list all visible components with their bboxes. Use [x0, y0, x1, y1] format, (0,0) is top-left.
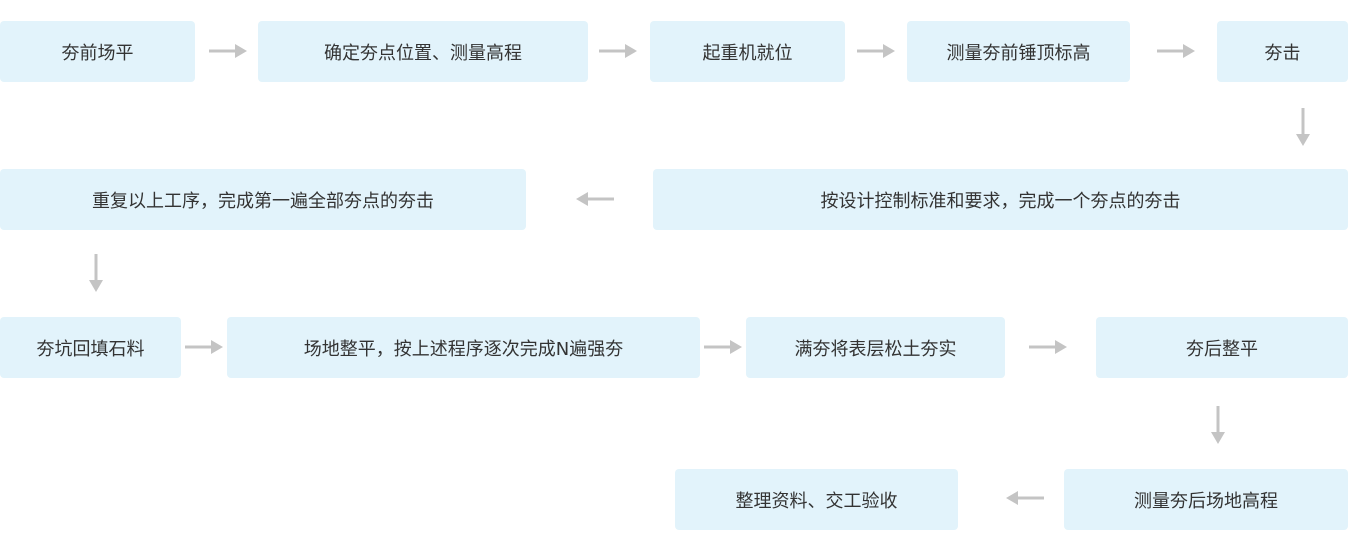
step-backfill-pits: 夯坑回填石料 — [0, 317, 181, 378]
arrow-down-icon — [85, 252, 107, 294]
arrow-right-icon — [207, 40, 249, 62]
step-pre-leveling: 夯前场平 — [0, 21, 195, 82]
step-measure-hammer: 测量夯前锤顶标高 — [907, 21, 1130, 82]
step-acceptance: 整理资料、交工验收 — [675, 469, 958, 530]
arrow-left-icon — [574, 188, 616, 210]
step-full-tamping: 满夯将表层松土夯实 — [746, 317, 1005, 378]
step-measure-final: 测量夯后场地高程 — [1064, 469, 1348, 530]
arrow-right-icon — [702, 336, 744, 358]
step-locate-points: 确定夯点位置、测量高程 — [258, 21, 588, 82]
step-tamping: 夯击 — [1217, 21, 1348, 82]
arrow-right-icon — [183, 336, 225, 358]
arrow-down-icon — [1207, 404, 1229, 446]
arrow-right-icon — [855, 40, 897, 62]
step-complete-one-point: 按设计控制标准和要求，完成一个夯点的夯击 — [653, 169, 1348, 230]
arrow-right-icon — [597, 40, 639, 62]
step-crane-position: 起重机就位 — [650, 21, 845, 82]
arrow-down-icon — [1292, 106, 1314, 148]
arrow-left-icon — [1004, 487, 1046, 509]
step-repeat-first-pass: 重复以上工序，完成第一遍全部夯点的夯击 — [0, 169, 526, 230]
arrow-right-icon — [1027, 336, 1069, 358]
arrow-right-icon — [1155, 40, 1197, 62]
step-post-leveling: 夯后整平 — [1096, 317, 1348, 378]
step-level-and-repeat: 场地整平，按上述程序逐次完成N遍强夯 — [227, 317, 700, 378]
